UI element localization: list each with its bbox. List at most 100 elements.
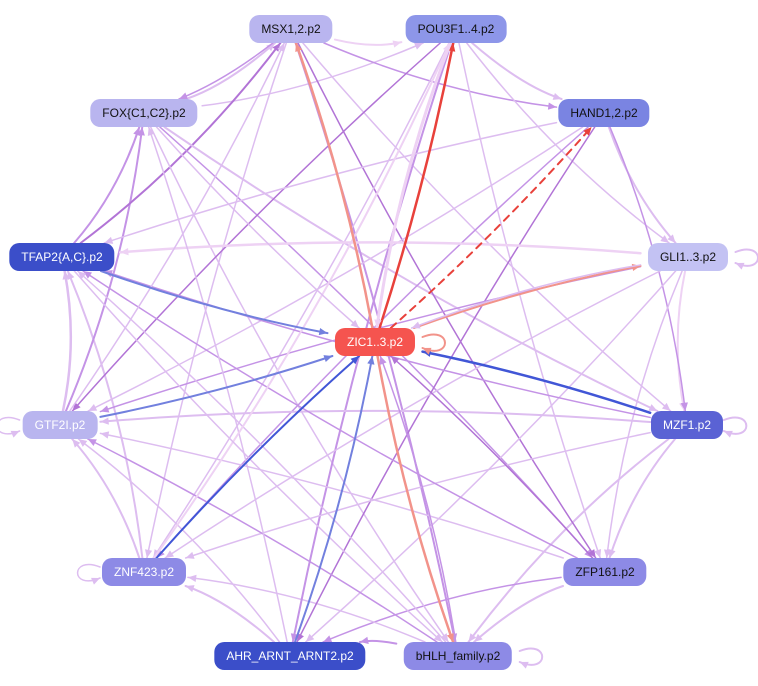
graph-edge [68, 42, 286, 412]
graph-edge-arrowhead [100, 417, 109, 425]
graph-edge-arrowhead [165, 550, 175, 558]
graph-edge-arrowhead [187, 574, 197, 583]
graph-node-TFAP2[interactable]: TFAP2{A,C}.p2 [9, 243, 115, 271]
graph-edge-arrowhead [474, 633, 483, 642]
graph-edge-arrowhead [547, 102, 557, 110]
graph-edge-arrowhead [422, 347, 432, 355]
graph-edge-arrowhead [120, 248, 129, 256]
graph-edge [304, 270, 677, 643]
graph-edge [87, 126, 584, 412]
graph-edge [378, 41, 455, 330]
graph-node-bHLH[interactable]: bHLH_family.p2 [403, 642, 513, 670]
graph-edge-arrowhead [290, 633, 299, 642]
graph-node-FOX[interactable]: FOX{C1,C2}.p2 [90, 99, 198, 127]
graph-edge-arrowhead [446, 633, 454, 642]
graph-node-MZF1[interactable]: MZF1.p2 [650, 411, 724, 439]
graph-edge [153, 42, 451, 559]
graph-edge [608, 438, 677, 559]
graph-edge-arrowhead [266, 43, 275, 52]
graph-edge-arrowhead [660, 235, 670, 243]
graph-edge [147, 126, 288, 643]
graph-edge-arrowhead [667, 234, 676, 243]
graph-edge-arrowhead [350, 356, 360, 365]
graph-node-GLI[interactable]: GLI1..3.p2 [647, 243, 729, 271]
graph-edge-arrowhead [147, 127, 155, 136]
graph-edge [184, 431, 651, 559]
graph-edge-arrowhead [297, 633, 304, 642]
graph-edge [99, 270, 329, 335]
graph-edge-arrowhead [83, 271, 92, 279]
graph-node-GTF2I[interactable]: GTF2I.p2 [22, 411, 98, 439]
graph-edge-arrowhead [661, 402, 671, 411]
graph-edge [178, 42, 274, 100]
graph-edge-arrowhead [468, 633, 477, 642]
graph-edge-arrowhead [552, 92, 562, 100]
graph-edge [605, 270, 683, 559]
graph-edge [71, 42, 441, 412]
graph-edge [294, 355, 374, 643]
graph-edge-arrowhead [350, 319, 360, 328]
graph-edge-arrowhead [433, 633, 443, 642]
graph-edge-arrowhead [723, 430, 733, 438]
graph-node-MSX1[interactable]: MSX1,2.p2 [249, 15, 333, 43]
graph-edge [73, 126, 141, 244]
graph-edge [471, 42, 563, 100]
graph-edge-arrowhead [374, 319, 382, 328]
graph-node-HAND1[interactable]: HAND1,2.p2 [558, 99, 650, 127]
graph-edge [71, 438, 141, 559]
graph-edge-arrowhead [137, 127, 145, 136]
graph-edge [607, 126, 677, 244]
graph-edge [390, 355, 594, 559]
graph-edge [103, 121, 558, 244]
graph-edge [410, 264, 642, 329]
graph-edge [146, 42, 288, 559]
graph-node-ZFP161[interactable]: ZFP161.p2 [563, 558, 647, 586]
graph-edge-arrowhead [91, 577, 101, 585]
graph-edge [77, 438, 281, 643]
graph-edge-arrowhead [323, 635, 333, 643]
graph-node-POU3F1[interactable]: POU3F1..4.p2 [405, 15, 507, 43]
graph-edge-arrowhead [100, 431, 110, 439]
graph-edge [676, 270, 687, 412]
graph-edge [82, 270, 578, 559]
graph-edge-arrowhead [87, 439, 97, 446]
graph-edge [302, 42, 672, 412]
graph-edge-arrowhead [588, 549, 596, 558]
graph-edge [421, 350, 652, 415]
graph-edge [323, 42, 558, 108]
graph-edge [61, 269, 73, 413]
graph-edge [297, 42, 597, 559]
graph-edge [118, 241, 642, 255]
graph-edge-arrowhead [448, 43, 456, 52]
graph-edge [421, 333, 446, 352]
graph-edge [722, 416, 748, 435]
graph-edge [149, 126, 450, 643]
graph-edge-arrowhead [295, 43, 303, 52]
graph-edge-arrowhead [10, 430, 20, 438]
graph-edge-arrowhead [272, 43, 281, 52]
graph-node-ZNF423[interactable]: ZNF423.p2 [101, 558, 187, 586]
graph-edge-arrowhead [179, 92, 189, 100]
graph-edge [164, 270, 661, 559]
graph-edge-arrowhead [440, 633, 449, 642]
graph-edge [99, 355, 334, 418]
graph-edge-arrowhead [367, 356, 375, 365]
graph-edge-arrowhead [144, 549, 153, 558]
graph-edge-arrowhead [185, 551, 195, 559]
graph-edge [76, 563, 101, 582]
graph-edge [296, 126, 596, 643]
graph-edge-arrowhead [648, 404, 658, 411]
graph-edge [187, 576, 426, 643]
graph-node-ZIC[interactable]: ZIC1..3.p2 [334, 328, 416, 356]
graph-edge-arrowhead [72, 439, 81, 448]
graph-edge [155, 126, 360, 329]
graph-edge-arrowhead [583, 127, 592, 136]
graph-edge-arrowhead [305, 633, 315, 642]
graph-edge [73, 270, 444, 643]
graph-node-AHR[interactable]: AHR_ARNT_ARNT2.p2 [214, 642, 366, 670]
graph-edge-arrowhead [185, 585, 195, 593]
graph-edge [458, 42, 601, 559]
graph-edge [322, 576, 562, 643]
